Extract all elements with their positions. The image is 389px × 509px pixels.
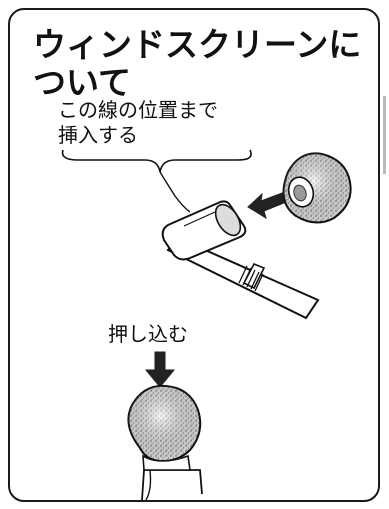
microphone-illustration <box>161 200 320 320</box>
instruction-line-1: この線の位置まで <box>58 98 218 122</box>
page-title: ウィンドスクリーンに ついて <box>33 26 361 102</box>
push-in-label: 押し込む <box>108 322 188 346</box>
arrow-left-icon <box>247 192 285 220</box>
instruction-line-2: 挿入する <box>58 123 138 147</box>
windscreen-foam <box>282 152 352 224</box>
title-line-1: ウィンドスクリーンに <box>33 25 362 64</box>
mounted-windscreen <box>127 384 203 501</box>
arrow-down-icon <box>144 351 176 388</box>
title-line-2: ついて <box>33 63 132 102</box>
page-edge-mark <box>383 96 386 174</box>
insertion-instruction: この線の位置まで 挿入する <box>58 98 218 148</box>
insertion-line-bracket <box>61 149 252 213</box>
